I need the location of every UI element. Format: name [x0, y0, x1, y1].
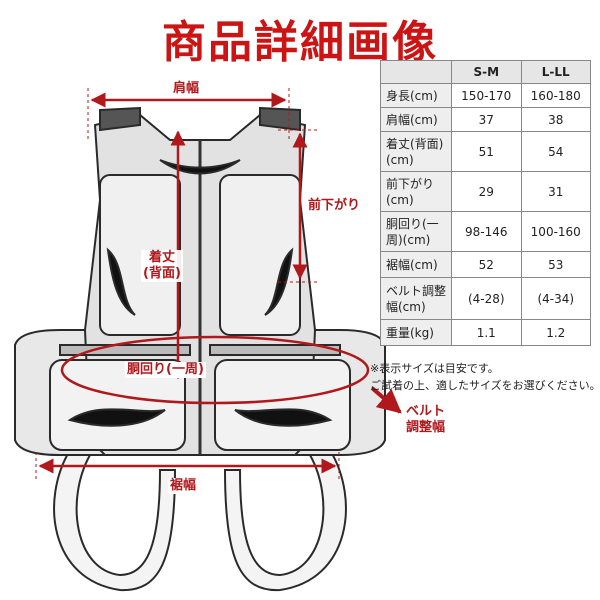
cell-lll: 160-180	[520, 83, 591, 108]
hem-width-label: 裾幅	[168, 478, 199, 494]
cell-lll: 53	[520, 251, 591, 278]
table-header-lll: L-LL	[520, 60, 591, 84]
cell-lll: (4-34)	[520, 277, 591, 320]
table-row: 肩幅(cm) 37 38	[380, 107, 591, 132]
cell-sm: (4-28)	[451, 277, 522, 320]
length-label-line2: (背面)	[143, 266, 181, 281]
table-header-sm: S-M	[451, 60, 522, 84]
table-row: 裾幅(cm) 52 53	[380, 251, 591, 278]
girth-ellipse	[60, 335, 370, 405]
cell-lll: 31	[520, 171, 591, 212]
row-label: 前下がり(cm)	[380, 171, 452, 212]
table-row: 前下がり(cm) 29 31	[380, 171, 591, 212]
row-label: 身長(cm)	[380, 83, 452, 108]
note-line-2: ご試着の上、適したサイズをお選びください。	[370, 379, 600, 392]
length-label-line1: 着丈	[148, 250, 175, 265]
table-header-blank	[380, 60, 452, 84]
cell-sm: 150-170	[451, 83, 522, 108]
vest-drawing	[14, 106, 386, 592]
cell-sm: 51	[451, 131, 522, 172]
cell-sm: 98-146	[451, 211, 522, 252]
cell-lll: 100-160	[520, 211, 591, 252]
note-line-1: ※表示サイズは目安です。	[370, 362, 499, 375]
row-label: 裾幅(cm)	[380, 251, 452, 278]
cell-lll: 1.2	[520, 319, 591, 346]
shoulder-width-label: 肩幅	[171, 81, 202, 97]
girth-label: 胴回り(一周)	[125, 362, 206, 378]
row-label: 胴回り(一周)(cm)	[380, 211, 452, 252]
table-row: 胴回り(一周)(cm) 98-146 100-160	[380, 211, 591, 252]
belt-label-line1: ベルト	[406, 404, 446, 419]
table-header-row: S-M L-LL	[380, 60, 591, 84]
length-label: 着丈 (背面)	[141, 250, 183, 282]
belt-label-line2: 調整幅	[406, 420, 446, 435]
table-row: 着丈(背面)(cm) 51 54	[380, 131, 591, 172]
table-row: 重量(kg) 1.1 1.2	[380, 319, 591, 346]
page-title: 商品詳細画像	[162, 17, 438, 68]
table-row: ベルト調整幅(cm) (4-28) (4-34)	[380, 277, 591, 320]
belt-arrow	[370, 386, 402, 414]
row-label: ベルト調整幅(cm)	[380, 277, 452, 320]
belt-adjust-label: ベルト 調整幅	[404, 404, 448, 436]
cell-sm: 52	[451, 251, 522, 278]
table-row: 身長(cm) 150-170 160-180	[380, 83, 591, 108]
row-label: 重量(kg)	[380, 319, 452, 346]
cell-lll: 54	[520, 131, 591, 172]
size-table: S-M L-LL 身長(cm) 150-170 160-180 肩幅(cm) 3…	[380, 60, 591, 346]
cell-sm: 37	[451, 107, 522, 132]
cell-sm: 29	[451, 171, 522, 212]
cell-lll: 38	[520, 107, 591, 132]
row-label: 肩幅(cm)	[380, 107, 452, 132]
cell-sm: 1.1	[451, 319, 522, 346]
front-drop-label: 前下がり	[306, 198, 363, 214]
row-label: 着丈(背面)(cm)	[380, 131, 452, 172]
